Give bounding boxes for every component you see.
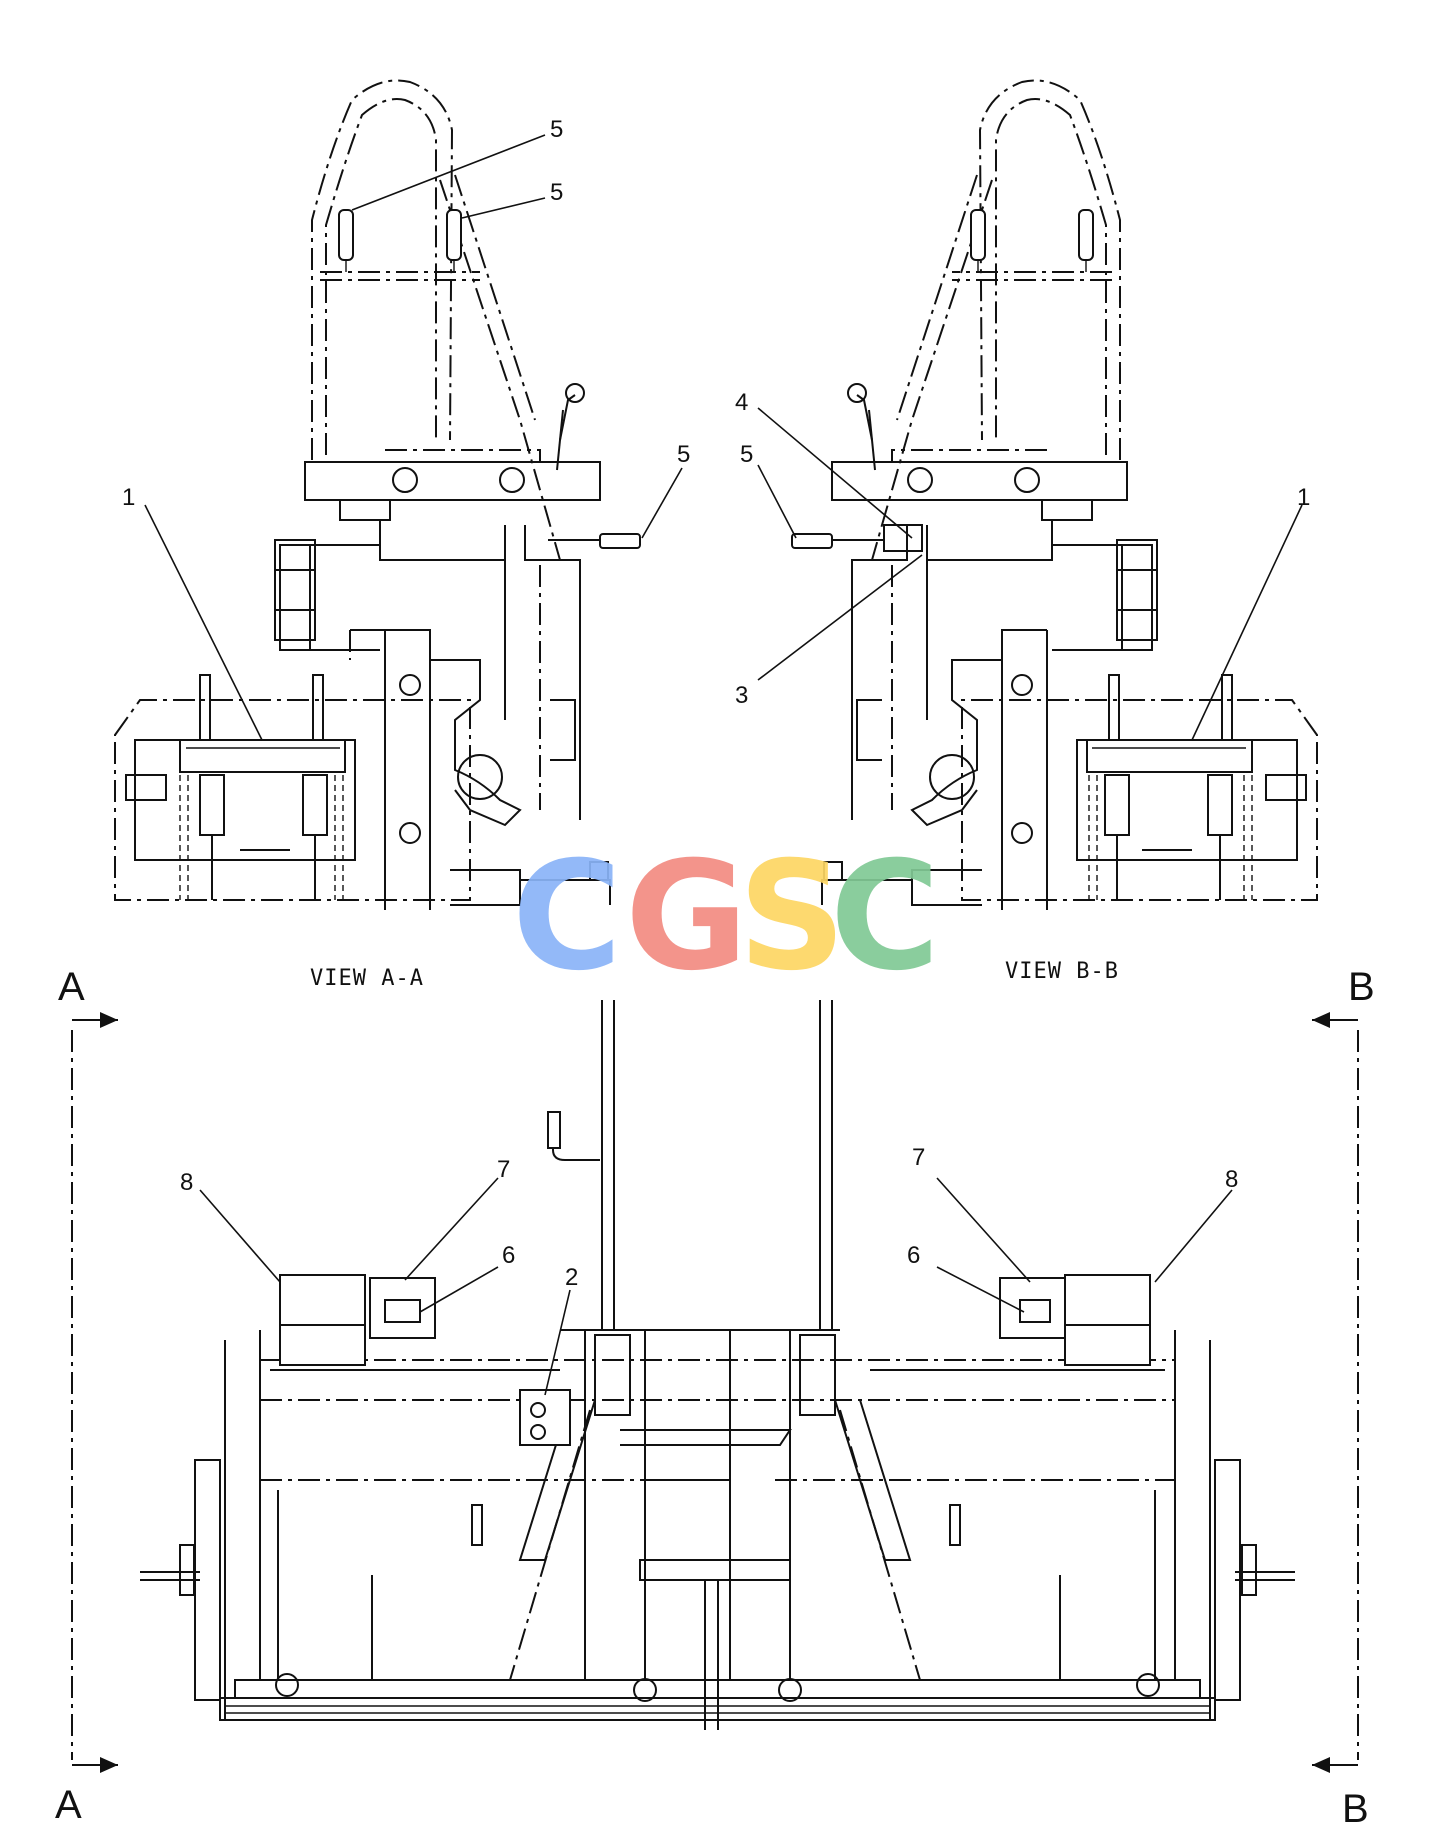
callout-6-left: 6 bbox=[502, 1242, 515, 1269]
section-line-b bbox=[1312, 1012, 1359, 1773]
callout-5-handle-b: 5 bbox=[740, 441, 753, 468]
watermark-letter-g: G bbox=[625, 830, 748, 1004]
callout-4: 4 bbox=[735, 389, 748, 416]
callouts: 5 5 5 1 4 5 3 1 8 7 6 2 7 6 8 bbox=[122, 116, 1310, 1396]
box-8-right bbox=[1064, 1274, 1151, 1366]
box-8-left bbox=[279, 1274, 366, 1366]
callout-1-view-b: 1 bbox=[1297, 484, 1310, 511]
callout-3: 3 bbox=[735, 682, 748, 709]
view-b-b-drawing bbox=[791, 79, 1318, 910]
callout-7-right: 7 bbox=[912, 1144, 925, 1171]
callout-8-right: 8 bbox=[1225, 1166, 1238, 1193]
watermark-letter-c1: C bbox=[512, 830, 622, 1004]
view-b-b-title: VIEW B-B bbox=[1005, 959, 1119, 984]
callout-5-top: 5 bbox=[550, 116, 563, 143]
handle-a bbox=[599, 533, 641, 549]
section-line-a bbox=[71, 1012, 118, 1773]
valve-block-2 bbox=[519, 1389, 571, 1446]
callout-5-mid: 5 bbox=[550, 179, 563, 206]
watermark-letter-c2: C bbox=[830, 830, 940, 1004]
plan-view-drawing bbox=[140, 1000, 1295, 1730]
walkway-a bbox=[179, 739, 346, 773]
callout-1-view-a: 1 bbox=[122, 484, 135, 511]
grip-right bbox=[446, 209, 462, 261]
section-mark-b-top: B bbox=[1348, 965, 1375, 1009]
callout-8-left: 8 bbox=[180, 1169, 193, 1196]
section-mark-a-bottom: A bbox=[55, 1783, 82, 1827]
cgsc-watermark: C G S C bbox=[512, 830, 940, 1004]
watermark-letter-s: S bbox=[738, 830, 846, 1004]
grip-left bbox=[338, 209, 354, 261]
callout-7-left: 7 bbox=[497, 1156, 510, 1183]
view-a-a-title: VIEW A-A bbox=[310, 966, 424, 991]
callout-6-right: 6 bbox=[907, 1242, 920, 1269]
callout-5-handle-a: 5 bbox=[677, 441, 690, 468]
view-a-a-drawing bbox=[114, 79, 641, 910]
section-mark-b-bottom: B bbox=[1342, 1787, 1369, 1831]
section-mark-a-top: A bbox=[58, 965, 85, 1009]
callout-2: 2 bbox=[565, 1264, 578, 1291]
